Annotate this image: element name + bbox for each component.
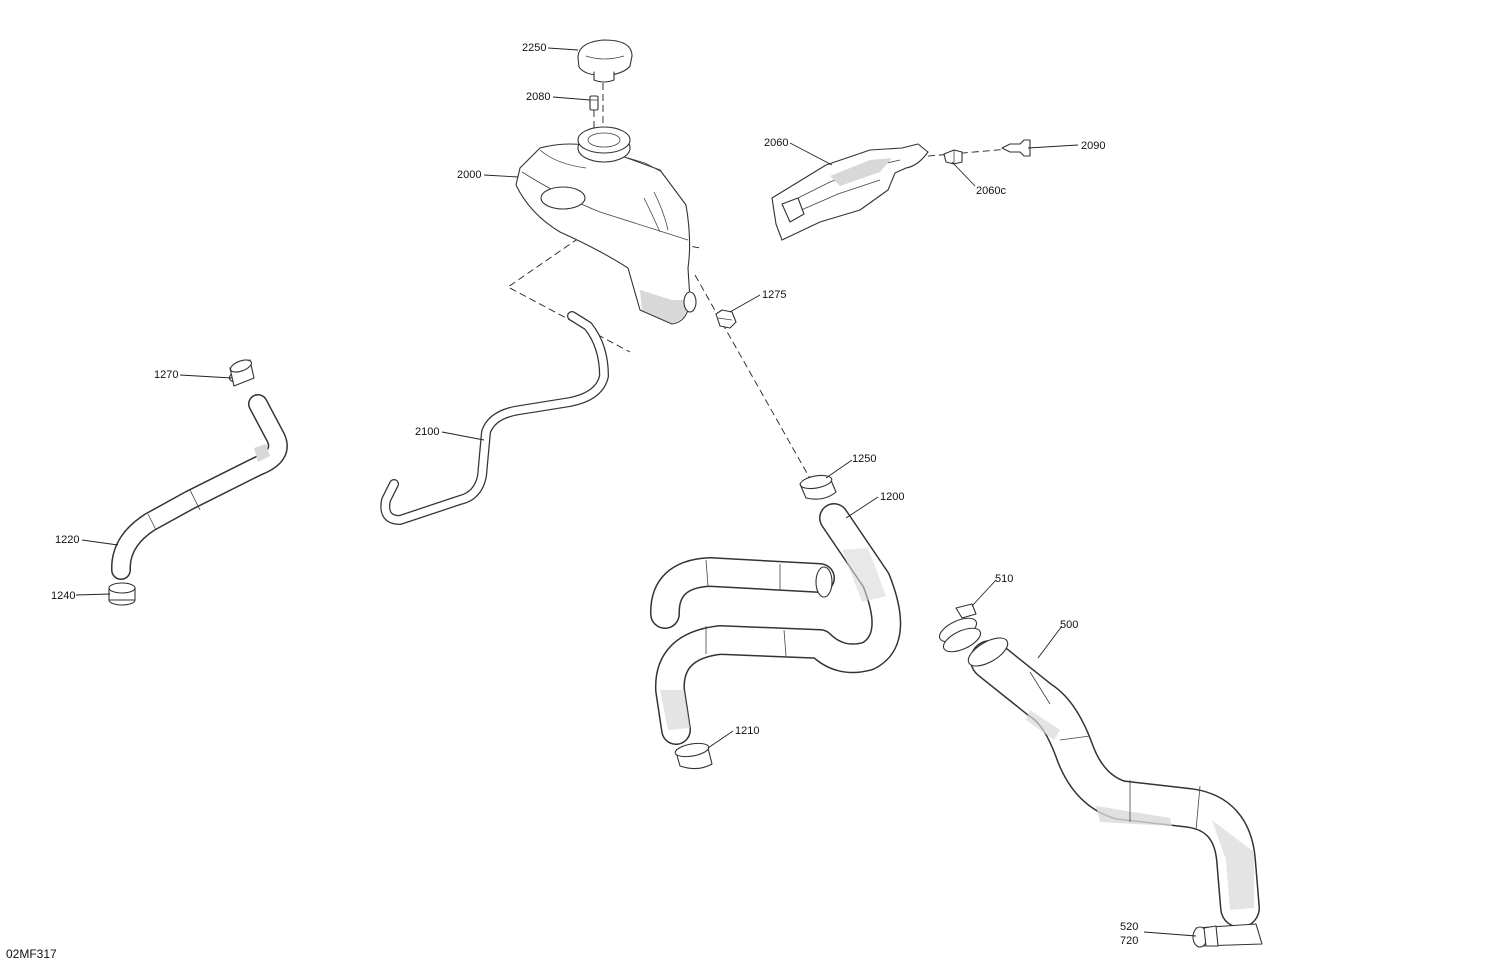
callout-2100: 2100 <box>415 426 439 438</box>
callout-720: 720 <box>1120 935 1138 947</box>
hose-1220 <box>111 394 288 580</box>
figure-id: 02MF317 <box>6 947 57 961</box>
callout-2060: 2060 <box>764 137 788 149</box>
fitting-520-720 <box>1192 923 1263 948</box>
hose-500 <box>967 637 1260 928</box>
callout-2080: 2080 <box>526 91 550 103</box>
callout-2000: 2000 <box>457 169 481 181</box>
callout-2090: 2090 <box>1081 140 1105 152</box>
callout-leaders <box>75 47 1197 937</box>
clamp-1250 <box>799 474 837 500</box>
callout-1210: 1210 <box>735 725 759 737</box>
bracket-clip <box>943 149 963 165</box>
clamp-1275 <box>715 309 737 329</box>
callout-1200: 1200 <box>880 491 904 503</box>
mounting-bracket <box>771 143 929 241</box>
clamp-1240 <box>108 582 136 606</box>
small-screw <box>589 95 599 111</box>
coolant-reservoir <box>515 126 697 325</box>
push-fastener <box>1001 139 1031 157</box>
callout-2250: 2250 <box>522 42 546 54</box>
callout-1250: 1250 <box>852 453 876 465</box>
callout-1270: 1270 <box>154 369 178 381</box>
callout-1220: 1220 <box>55 534 79 546</box>
hose-1200 <box>650 503 902 745</box>
callout-510: 510 <box>995 573 1013 585</box>
callout-labels: 2250 2080 2000 2060 2060c 2090 1275 1270… <box>51 42 1138 947</box>
overflow-tube <box>380 311 609 525</box>
callout-2060c: 2060c <box>976 185 1006 197</box>
clamp-510 <box>938 603 982 653</box>
clamp-1270 <box>228 359 255 387</box>
clamp-1210 <box>674 742 713 770</box>
callout-520: 520 <box>1120 921 1138 933</box>
callout-500: 500 <box>1060 619 1078 631</box>
callout-1275: 1275 <box>762 289 786 301</box>
reservoir-cap <box>577 39 633 83</box>
callout-1240: 1240 <box>51 590 75 602</box>
